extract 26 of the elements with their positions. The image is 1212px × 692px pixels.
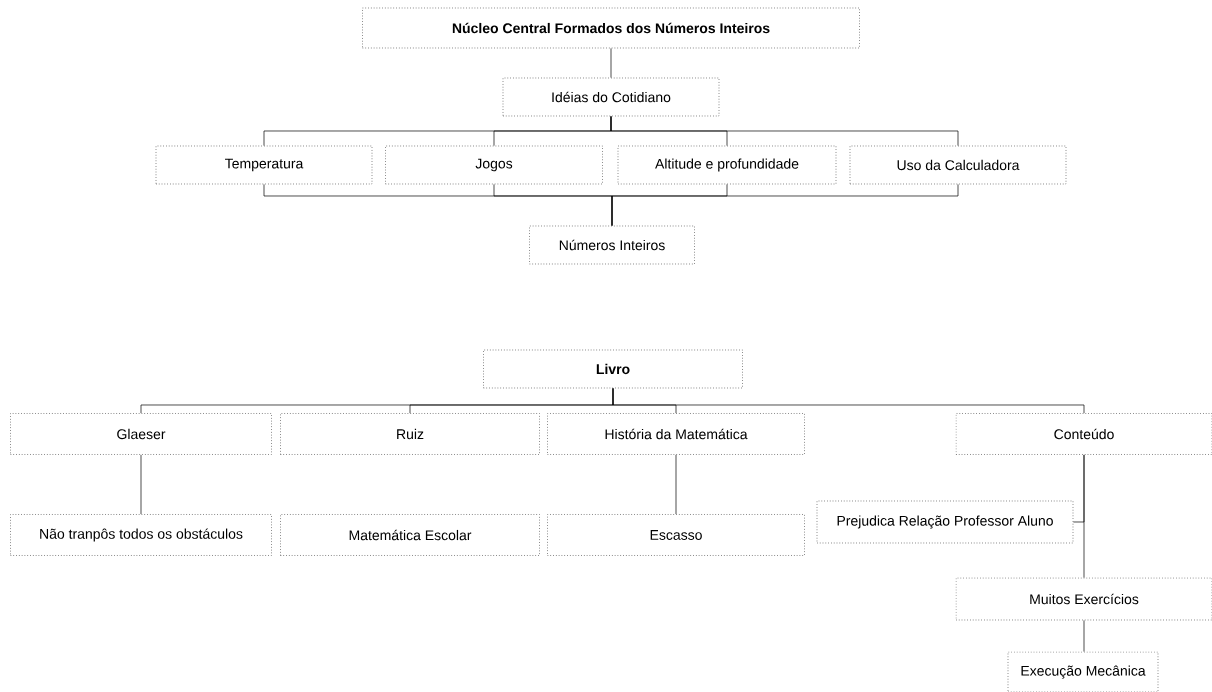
text-box: Glaeser	[10, 413, 272, 455]
connector-line	[610, 48, 612, 78]
text-box: Jogos	[385, 145, 603, 185]
connector-line	[1083, 454, 1085, 578]
text-box: Não tranpôs todos os obstáculos	[10, 514, 272, 556]
connector-line	[611, 184, 959, 226]
text-box: Escasso	[547, 514, 805, 556]
text-box: Uso da Calculadora	[849, 145, 1067, 185]
text-box: Idéias do Cotidiano	[502, 77, 720, 117]
text-box: Matemática Escolar	[280, 514, 540, 556]
text-box: Temperatura	[155, 145, 373, 185]
text-box: Núcleo Central Formados dos Números Inteiros	[362, 7, 860, 49]
text-box: Números Inteiros	[529, 225, 695, 265]
connector-line	[612, 388, 1085, 414]
text-box: Livro	[483, 349, 743, 389]
connector-line	[1083, 620, 1085, 652]
text-box: Conteúdo	[955, 413, 1212, 455]
connector-line	[140, 454, 142, 515]
text-box: História da Matemática	[547, 413, 805, 455]
text-box: Execução Mecânica	[1007, 651, 1159, 692]
text-box: Prejudica Relação Professor Aluno	[816, 500, 1074, 544]
connector-line	[675, 454, 677, 515]
text-box: Muitos Exercícios	[955, 577, 1212, 621]
text-box: Altitude e profundidade	[617, 145, 837, 185]
connector-line	[610, 116, 959, 146]
text-box: Ruiz	[280, 413, 540, 455]
